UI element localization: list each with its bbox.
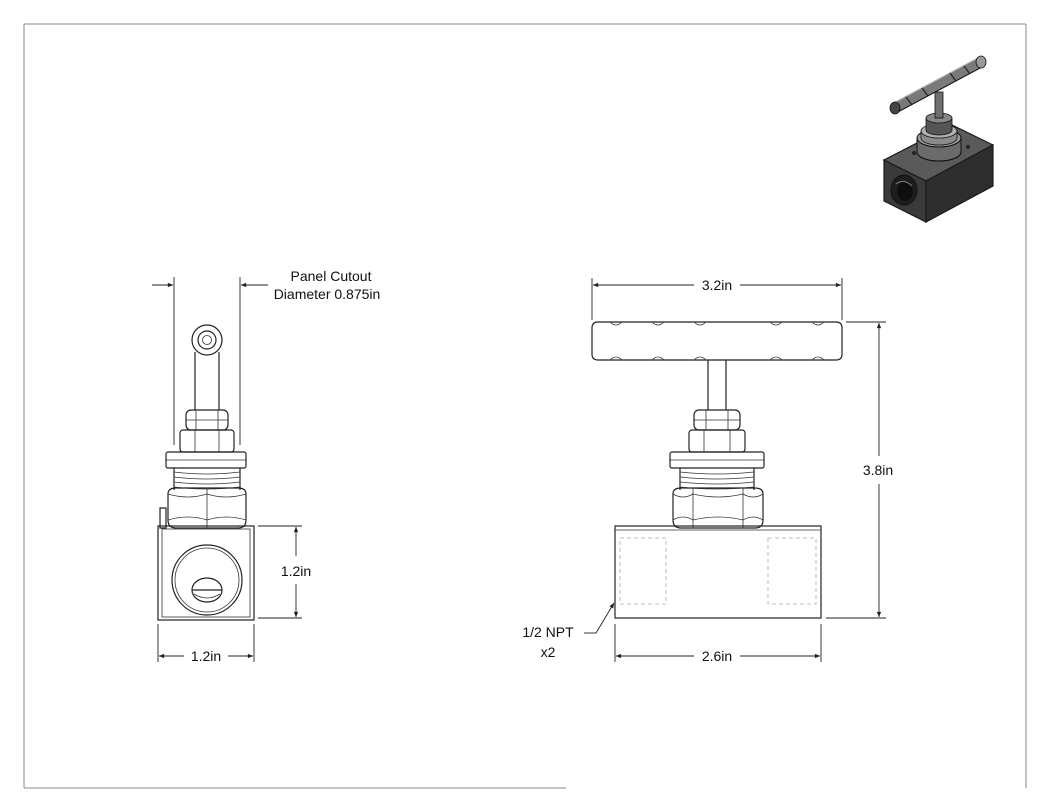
sheet-border — [23, 23, 1027, 789]
panel-cutout-label-line1: Panel Cutout — [291, 268, 372, 284]
front-view — [591, 321, 843, 619]
dimension-panel-cutout: Panel Cutout Diameter 0.875in — [152, 268, 380, 445]
side-width-label: 1.2in — [191, 648, 221, 664]
dimension-overall-height: 3.8in — [826, 321, 893, 619]
callout-port-thread: 1/2 NPT x2 — [522, 602, 615, 660]
dimension-body-length: 2.6in — [614, 624, 822, 664]
dimension-handle-width: 3.2in — [591, 277, 843, 320]
handle-width-label: 3.2in — [702, 277, 732, 293]
body-length-label: 2.6in — [702, 648, 732, 664]
dimension-side-width: 1.2in — [157, 624, 255, 664]
needle-valve-isometric-icon — [882, 55, 995, 224]
side-view — [157, 324, 255, 621]
overall-height-label: 3.8in — [863, 462, 893, 478]
panel-cutout-label-line2: Diameter 0.875in — [274, 286, 381, 302]
port-thread-label-line1: 1/2 NPT — [522, 624, 574, 640]
dimension-side-height: 1.2in — [258, 525, 311, 619]
port-thread-label-line2: x2 — [541, 644, 556, 660]
side-height-label: 1.2in — [281, 563, 311, 579]
